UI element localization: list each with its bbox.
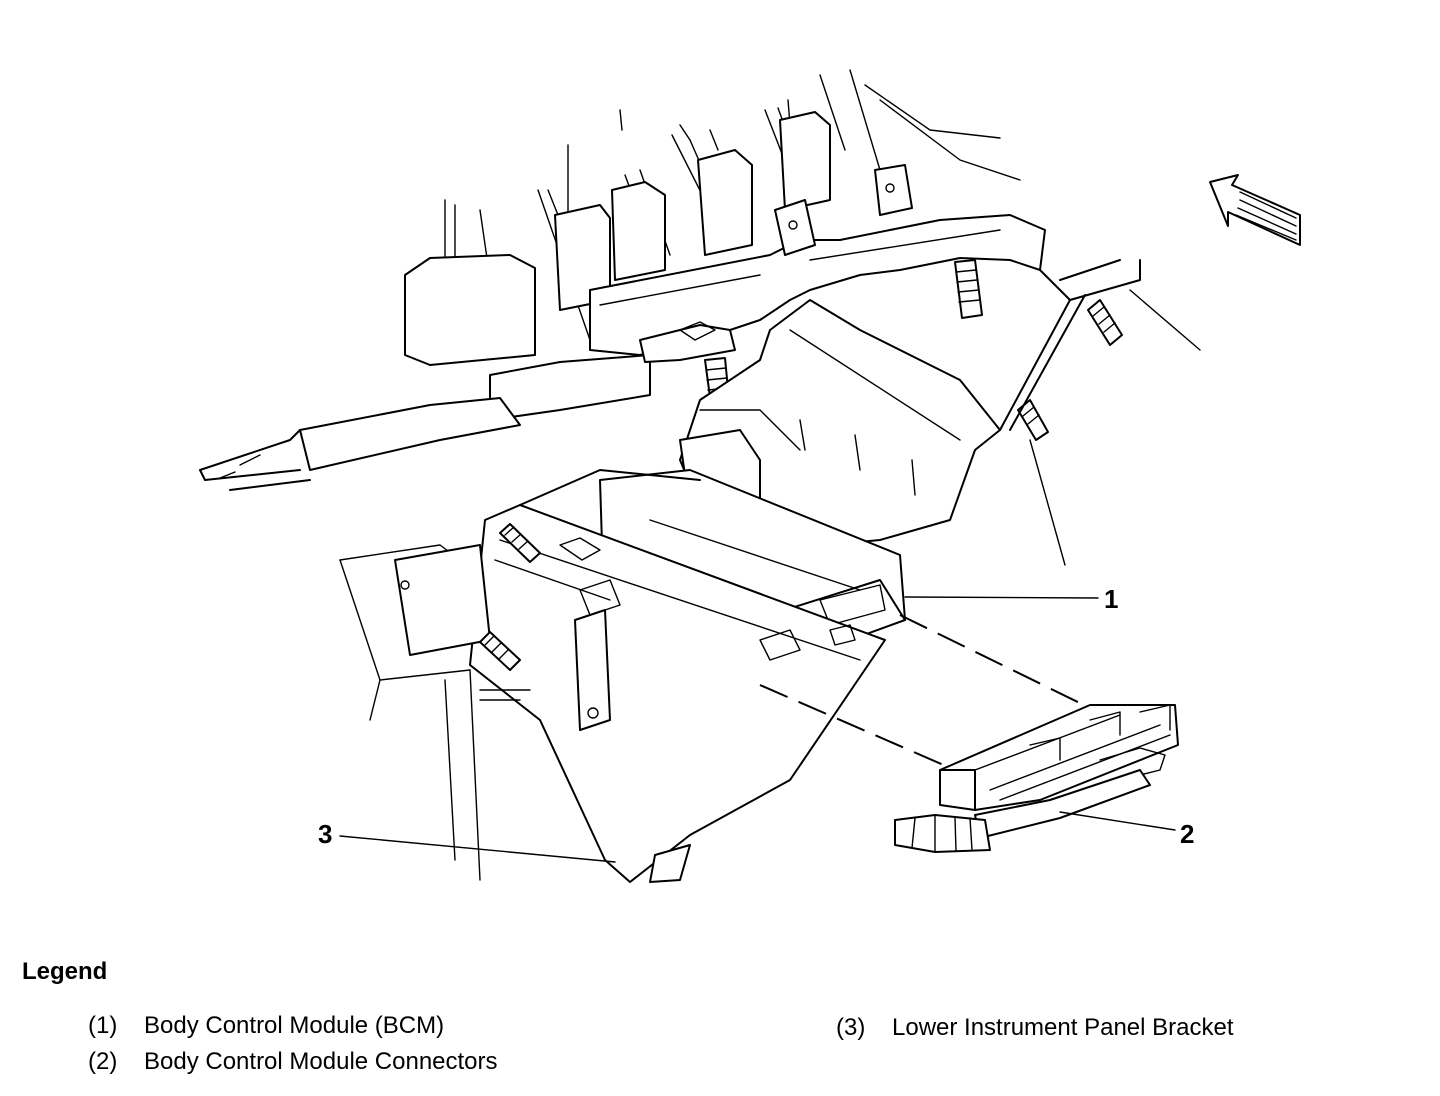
callout-3: 3 [318,819,332,849]
legend-item-label: Lower Instrument Panel Bracket [892,1014,1234,1041]
bracket-stud-upper [499,523,541,563]
leader-line-3 [339,835,616,863]
legend-item-2: (2) Body Control Module Connectors [88,1048,498,1076]
leader-line-2 [1059,811,1176,831]
bracket-stud-lower [479,631,521,671]
connector-alignment-line-lower [759,684,956,771]
legend-item-3: (3) Lower Instrument Panel Bracket [836,1014,1234,1042]
connector-alignment-line-upper [899,614,1091,709]
legend-item-1: (1) Body Control Module (BCM) [88,1012,444,1040]
lower-instrument-panel-bracket [339,469,886,883]
arrow-icon [1209,174,1301,246]
bcm-location-diagram: 1 2 3 [199,69,1301,883]
legend-item-number: (2) [88,1048,118,1075]
stud-upper-right [954,259,983,319]
legend-item-label: Body Control Module (BCM) [144,1012,445,1039]
callout-1: 1 [1104,584,1118,614]
bolt-right-upper [1087,299,1123,346]
legend-item-number: (1) [88,1012,118,1039]
callout-2: 2 [1180,819,1194,849]
legend-item-label: Body Control Module Connectors [144,1048,498,1075]
legend-title: Legend [22,958,108,985]
body-control-module-connectors [894,704,1179,853]
legend-item-number: (3) [836,1014,866,1041]
leader-line-1 [904,596,1099,599]
bolt-right-lower [1017,399,1049,441]
